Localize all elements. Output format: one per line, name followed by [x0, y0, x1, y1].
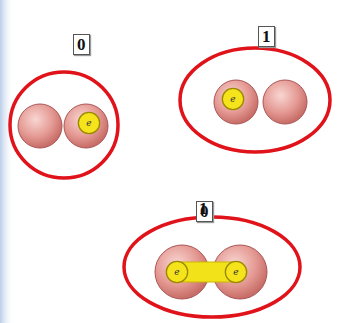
electron: e — [77, 111, 101, 135]
slide-edge — [0, 0, 14, 323]
state-label: 01 — [196, 201, 213, 222]
ellipse-outline — [178, 46, 332, 154]
group-ellipse: 1e — [178, 46, 332, 154]
state-label: 0 — [73, 34, 90, 55]
atom — [64, 104, 108, 148]
electron-symbol: e — [224, 260, 248, 284]
group-ellipse: 01ee — [122, 215, 302, 319]
atom — [18, 104, 62, 148]
electron-symbol: e — [165, 260, 189, 284]
atom — [263, 80, 307, 124]
group-ellipse: 0e — [8, 70, 120, 180]
electron: e — [221, 87, 245, 111]
state-number: 1 — [262, 27, 271, 46]
ellipse-outline — [122, 215, 302, 319]
state-number: 1 — [199, 199, 208, 218]
electron-symbol: e — [221, 87, 245, 111]
electron: e — [224, 260, 248, 284]
ellipse-outline — [8, 70, 120, 180]
state-number: 0 — [77, 35, 86, 54]
atom — [214, 80, 258, 124]
state-label: 1 — [258, 26, 275, 47]
electron: e — [165, 260, 189, 284]
electron-symbol: e — [77, 111, 101, 135]
